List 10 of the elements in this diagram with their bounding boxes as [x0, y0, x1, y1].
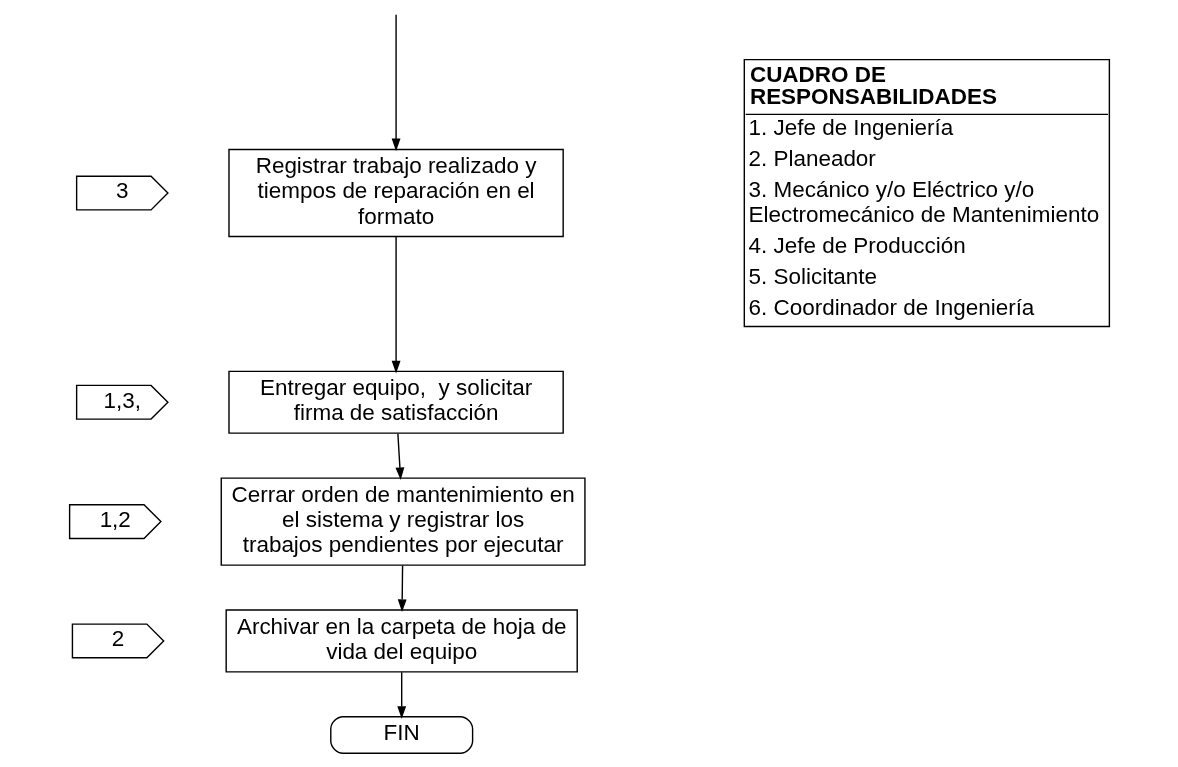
- node-box: Cerrar orden de mantenimiento en el sistema y registrar los trabajos pendientes por ejecutar: [220, 477, 586, 566]
- arrow: [395, 432, 404, 481]
- node-box: Entregar equipo, y solicitar firma de satisfacción: [227, 370, 564, 434]
- arrow: [391, 236, 400, 374]
- arrow: [391, 14, 400, 152]
- arrow: [396, 671, 406, 719]
- arrow: [397, 565, 407, 613]
- node-box: FIN: [329, 716, 473, 754]
- node-box: Registrar trabajo realizado y tiempos de reparación en el formato: [227, 148, 564, 238]
- node-box: Archivar en la carpeta de hoja de vida del equipo: [225, 609, 578, 673]
